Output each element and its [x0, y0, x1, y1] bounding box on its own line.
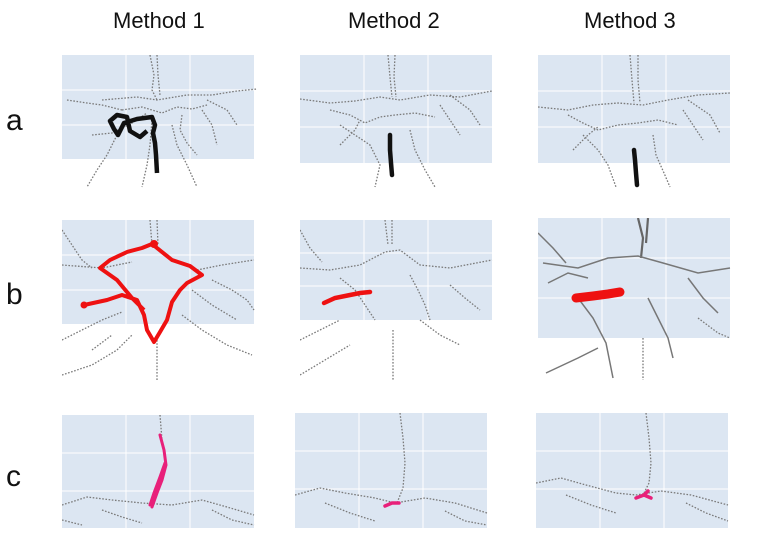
grid-lines — [300, 220, 492, 320]
traced-path — [148, 433, 168, 509]
grid-lines — [538, 55, 730, 163]
skeleton-graph — [300, 55, 493, 188]
row-label-b: b — [6, 278, 23, 311]
panel-c-method-3 — [536, 413, 729, 528]
traced-path — [83, 242, 204, 344]
panel-b-method-2 — [300, 220, 493, 380]
skeleton-graph — [66, 55, 257, 188]
grid-lines — [536, 413, 728, 528]
row-label-a: a — [6, 104, 23, 137]
traced-path — [634, 489, 653, 500]
traced-path — [383, 501, 401, 508]
skeleton-graph — [62, 415, 255, 526]
panel-a-method-3 — [538, 55, 731, 188]
row-label-c: c — [6, 460, 21, 493]
traced-path — [631, 147, 640, 188]
skeleton-graph — [62, 220, 255, 380]
panel-a-method-1 — [62, 55, 257, 188]
skeleton-graph — [295, 413, 488, 526]
traced-path — [107, 112, 160, 174]
panel-background — [62, 220, 254, 324]
column-header-method-2: Method 2 — [348, 8, 440, 33]
traced-path — [321, 289, 373, 306]
panel-c-method-1 — [62, 415, 255, 528]
panel-a-method-2 — [300, 55, 493, 188]
grid-lines — [538, 218, 730, 338]
traced-path — [387, 132, 395, 178]
skeleton-graph — [538, 55, 731, 188]
panel-b-method-1 — [62, 220, 255, 380]
panel-background — [300, 55, 492, 163]
traced-path — [571, 287, 625, 303]
panel-background — [538, 55, 730, 163]
column-header-method-1: Method 1 — [113, 8, 205, 33]
panel-background — [536, 413, 728, 528]
column-header-method-3: Method 3 — [584, 8, 676, 33]
grid-lines — [62, 220, 254, 324]
skeleton-graph — [536, 413, 729, 522]
grid-lines — [62, 55, 254, 159]
panel-background — [62, 415, 254, 528]
panel-c-method-2 — [295, 413, 488, 528]
panel-background — [295, 413, 487, 528]
skeleton-graph — [300, 220, 493, 380]
skeleton-graph — [538, 218, 731, 380]
panel-b-method-3 — [538, 218, 731, 380]
grid-lines — [62, 415, 254, 528]
panel-background — [62, 55, 254, 159]
